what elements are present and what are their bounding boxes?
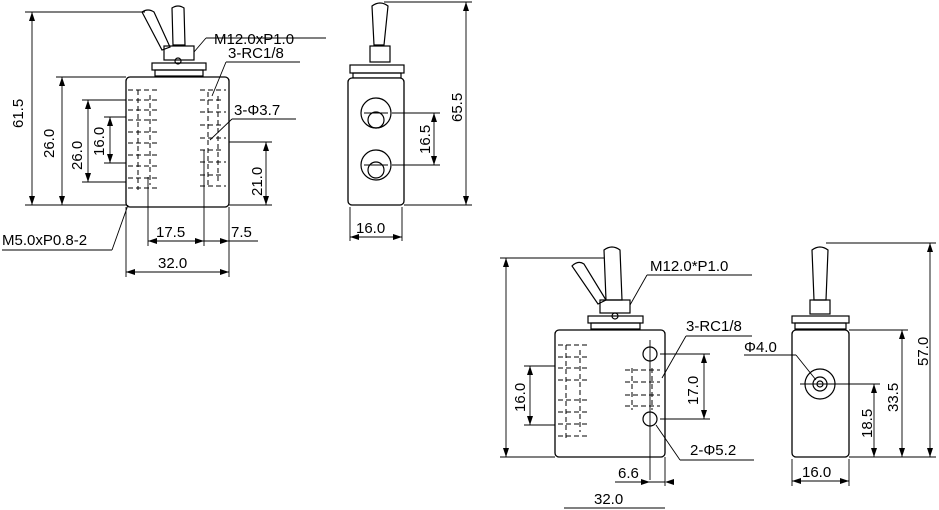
dim-16-side-label: 16.0 (356, 220, 385, 237)
bs-label-hole-group: Φ4.0 (744, 339, 817, 381)
view-top-right: 65.5 16.5 16.0 (347, 1, 472, 241)
side-lever (371, 2, 389, 46)
b-dim-overall (500, 257, 604, 458)
bs-dim-16-label: 16.0 (802, 464, 831, 481)
b-toggle-shaft (603, 246, 623, 301)
b-dim-6-6: 6.6 (615, 457, 674, 486)
b-dim-17-label: 17.0 (685, 376, 702, 405)
dim-26-inner: 26.0 (69, 99, 126, 183)
label-ports: 3-RC1/8 (228, 45, 284, 62)
b-bushing (599, 299, 631, 314)
bs-lever (811, 246, 829, 301)
bushing (163, 45, 195, 61)
b-label-thread: M12.0*P1.0 (650, 258, 728, 275)
dim-61-5: 61.5 (10, 11, 145, 206)
dim-32-label: 32.0 (158, 255, 187, 272)
bs-body (791, 329, 850, 458)
dim-16-label: 16.0 (91, 127, 108, 156)
dim-21: 21.0 (229, 141, 272, 206)
label-holes-group: 3-Φ3.7 (209, 102, 296, 141)
b-label-ports-group: 3-RC1/8 (661, 318, 752, 379)
dim-16-5: 16.5 (392, 112, 440, 166)
dim-17-5-label: 17.5 (156, 224, 185, 241)
side-port-bottom (360, 149, 392, 181)
dim-21-label: 21.0 (249, 167, 266, 196)
view-bottom-right: Φ4.0 57.0 33.5 18.5 (744, 242, 936, 486)
side-port-top (360, 97, 392, 129)
dim-26-outer-label: 26.0 (41, 129, 58, 158)
bs-bushing (809, 299, 831, 315)
dim-26-inner-label: 26.0 (69, 141, 86, 170)
dim-17-5: 17.5 (147, 150, 230, 246)
b-label-holes: 2-Φ5.2 (690, 442, 736, 459)
dim-16-side: 16.0 (349, 207, 403, 241)
dim-65-5: 65.5 (384, 1, 472, 206)
valve-body (125, 76, 230, 208)
toggle-lever (141, 9, 171, 51)
bs-dim-33-5-label: 33.5 (885, 383, 902, 412)
bs-nut (791, 315, 850, 324)
dim-26-outer: 26.0 (41, 76, 126, 205)
dim-16: 16.0 (91, 116, 126, 164)
toggle-lever-shaft (171, 5, 186, 46)
b-hidden-ports (558, 344, 660, 438)
bs-dim-57: 57.0 (826, 242, 936, 458)
dim-61-5-label: 61.5 (10, 99, 27, 128)
hidden-ports (128, 89, 226, 190)
b-dim-16-label: 16.0 (512, 383, 529, 412)
label-holes: 3-Φ3.7 (234, 102, 280, 119)
bs-nut-lower (794, 322, 847, 330)
bushing-screw (174, 57, 182, 65)
b-label-ports: 3-RC1/8 (686, 318, 742, 335)
b-dim-16: 16.0 (512, 365, 555, 426)
view-bottom-left: M12.0*P1.0 3-RC1/8 2-Φ5.2 16.0 (500, 246, 754, 509)
bs-port (800, 368, 840, 400)
b-label-holes-group: 2-Φ5.2 (655, 424, 754, 461)
side-nut (349, 64, 405, 74)
b-dim-17: 17.0 (660, 353, 710, 420)
b-toggle-lever (571, 261, 607, 305)
label-mount: M5.0xP0.8-2 (2, 232, 87, 249)
label-thread: M12.0xP1.0 (214, 31, 294, 48)
view-top-left: M12.0xP1.0 3-RC1/8 3-Φ3.7 M5.0xP0.8-2 61… (2, 5, 326, 277)
bs-label-hole: Φ4.0 (744, 339, 777, 356)
b-label-thread-group: M12.0*P1.0 (629, 258, 752, 306)
nut-lower (154, 69, 204, 77)
b-dim-32-label: 32.0 (594, 491, 623, 508)
b-valve-body (554, 329, 666, 458)
dim-7-5-label: 7.5 (231, 224, 252, 241)
bs-dim-57-label: 57.0 (915, 337, 932, 366)
dim-16-5-label: 16.5 (417, 125, 434, 154)
bs-dim-33-5: 33.5 (849, 329, 908, 457)
side-nut-lower (352, 72, 402, 79)
bs-dim-16: 16.0 (791, 459, 850, 486)
dim-65-5-label: 65.5 (449, 93, 466, 122)
side-body (347, 77, 405, 206)
label-thread-group: M12.0xP1.0 (193, 31, 326, 53)
bs-dim-18-5-label: 18.5 (859, 409, 876, 438)
dim-32: 32.0 (125, 207, 230, 277)
bs-dim-18-5: 18.5 (840, 383, 880, 457)
label-mount-group: M5.0xP0.8-2 (2, 204, 129, 251)
side-bushing (369, 45, 391, 63)
label-ports-group: 3-RC1/8 (211, 45, 300, 97)
b-dim-6-6-label: 6.6 (618, 465, 639, 482)
b-dim-32: 32.0 (564, 491, 665, 509)
dim-7-5: 7.5 (204, 224, 258, 244)
b-nut-lower (590, 322, 641, 330)
